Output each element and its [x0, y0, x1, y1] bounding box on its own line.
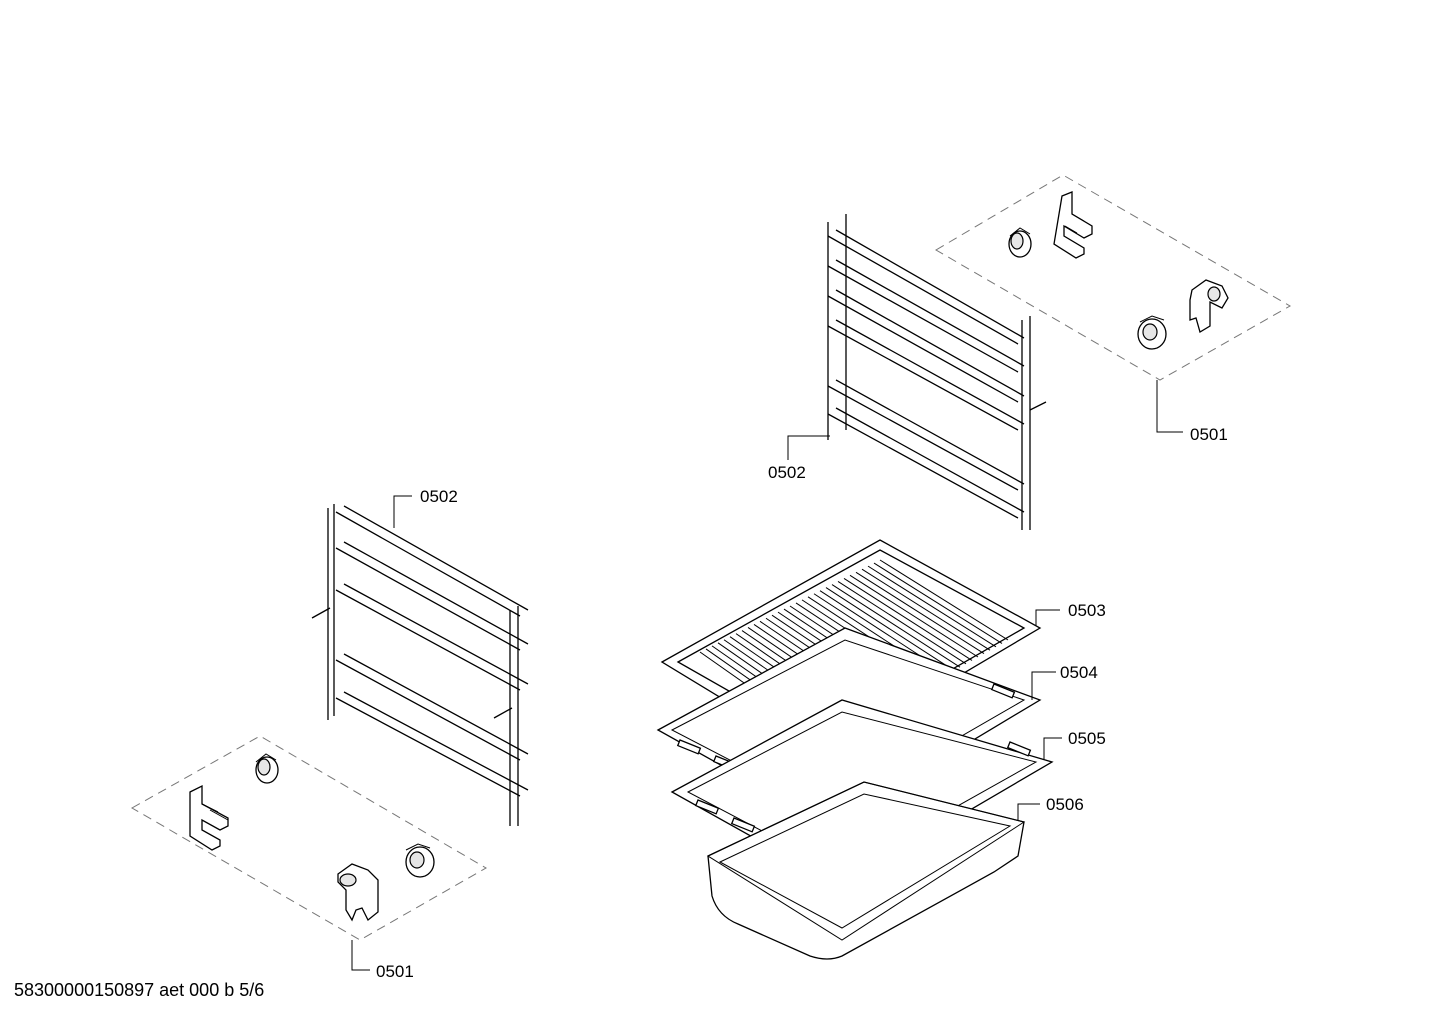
rack-cap-bottom-small — [255, 753, 279, 784]
callout-0505: 0505 — [1068, 729, 1106, 748]
rack-hook-clip-bottom — [337, 863, 379, 922]
parts-kit-top-right — [935, 174, 1292, 433]
callout-0501-top: 0501 — [1190, 425, 1228, 444]
leader-line-0502-top — [787, 435, 830, 460]
leader-line-0504 — [1031, 671, 1056, 700]
leader-line-0506 — [1017, 803, 1040, 820]
parts-kit-bottom-left — [130, 735, 487, 971]
rack-cap-top-round — [1137, 315, 1167, 350]
callout-0502-top: 0502 — [768, 463, 806, 482]
rack-clip-bracket-top — [1053, 191, 1093, 259]
leader-line-0501-bottom — [351, 940, 370, 971]
deep-roasting-pan — [706, 781, 1040, 960]
callout-0503: 0503 — [1068, 601, 1106, 620]
leader-line-0503 — [1035, 609, 1060, 626]
rack-clip-bracket-bottom — [189, 784, 229, 851]
callout-0501-bottom: 0501 — [376, 962, 414, 981]
side-rack-top-right — [787, 214, 1047, 530]
callout-0502-left: 0502 — [420, 487, 458, 506]
rack-cap-top-small — [1008, 227, 1032, 258]
document-reference: 58300000150897 aet 000 b 5/6 — [14, 980, 265, 1000]
rack-cap-bottom-round — [405, 843, 435, 878]
leader-line-0502-left — [393, 495, 412, 528]
callout-0506: 0506 — [1046, 795, 1084, 814]
side-rack-left — [311, 495, 529, 826]
leader-line-0501-top — [1156, 380, 1183, 433]
callout-0504: 0504 — [1060, 663, 1098, 682]
leader-line-0505 — [1043, 737, 1062, 760]
rack-hook-clip-top — [1189, 279, 1229, 333]
